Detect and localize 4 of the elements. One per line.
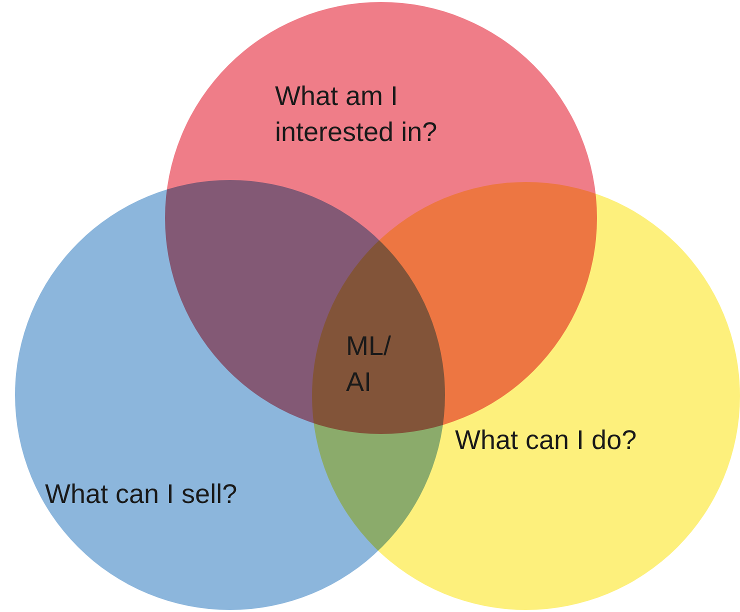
- center-label: ML/ AI: [346, 330, 392, 399]
- circle-label: What can I do?: [455, 424, 638, 457]
- circle-label: What can I sell?: [45, 478, 238, 511]
- circle-label: What am I interested in?: [275, 80, 438, 149]
